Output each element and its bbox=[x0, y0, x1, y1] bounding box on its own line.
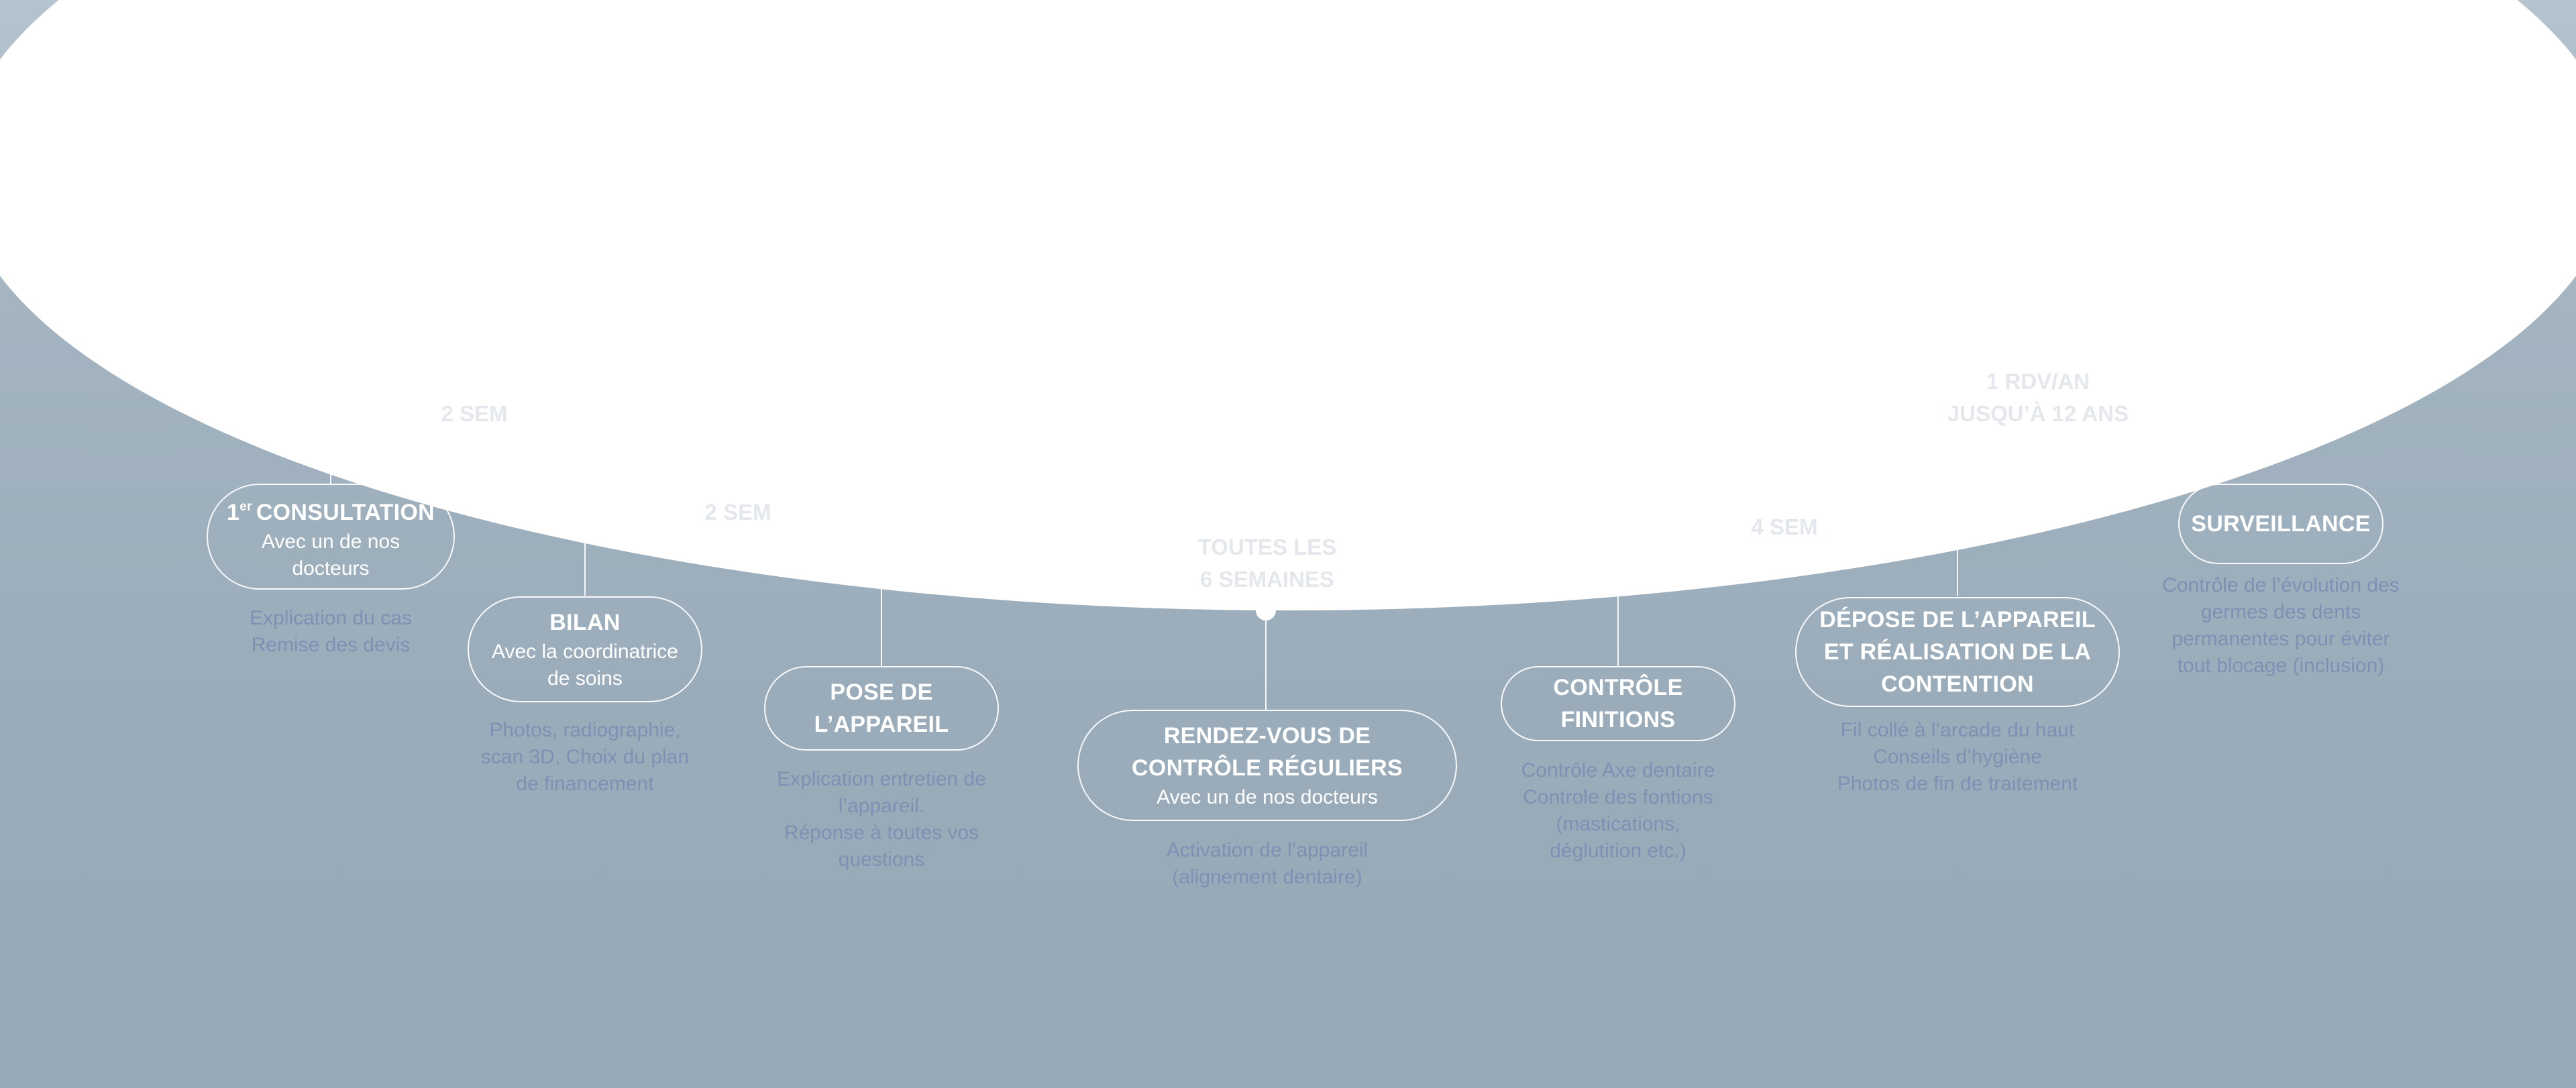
step-surveillance-description: Contrôle de l’évolution des germes des d… bbox=[2162, 572, 2400, 679]
step-pose-desc-3: Réponse à toutes vos bbox=[784, 822, 979, 844]
step-rendez-vous-controle[interactable]: RENDEZ-VOUS DE CONTRÔLE RÉGULIERS Avec u… bbox=[1077, 710, 1457, 821]
step-surveillance-desc-3: permanentes pour éviter bbox=[2171, 628, 2390, 650]
step-consultation-superscript: er bbox=[239, 500, 252, 514]
step-bilan-desc-1: Photos, radiographie, bbox=[489, 719, 681, 741]
step-bilan-subtitle-1: Avec la coordinatrice bbox=[492, 641, 678, 663]
step-pose-title-1: POSE DE bbox=[830, 679, 933, 705]
step-pose-desc-1: Explication entretien de bbox=[777, 768, 986, 790]
interval-label-2-line-1: 2 SEM bbox=[704, 500, 771, 525]
step-rdv-desc-2: (alignement dentaire) bbox=[1172, 866, 1362, 888]
step-depose-desc-2: Conseils d’hygiène bbox=[1873, 746, 2042, 768]
step-pose-appareil[interactable]: POSE DE L’APPAREIL bbox=[764, 666, 999, 751]
white-arc bbox=[0, 0, 2576, 610]
interval-dot-2 bbox=[729, 534, 749, 554]
interval-dot-1 bbox=[458, 437, 478, 457]
timeline-curve bbox=[234, 294, 2342, 561]
step-rdv-title-2: CONTRÔLE RÉGULIERS bbox=[1132, 755, 1403, 781]
step-consultation-desc-1: Explication du cas bbox=[250, 607, 412, 629]
step-rdv-subtitle-1: Avec un de nos docteurs bbox=[1157, 786, 1378, 808]
interval-label-5-line-1: 1 RDV/AN bbox=[1986, 369, 2090, 394]
interval-dot-3 bbox=[1256, 600, 1276, 620]
step-bilan-desc-3: de financement bbox=[516, 773, 654, 795]
top-right-caption-line-2: AIRE bbox=[2365, 260, 2421, 286]
step-finitions-description: Contrôle Axe dentaire Controle des fonti… bbox=[1521, 757, 1715, 865]
interval-dot-4 bbox=[1774, 549, 1794, 569]
step-depose-desc-1: Fil collé à l’arcade du haut bbox=[1840, 719, 2075, 741]
step-depose-title-1: DÉPOSE DE L’APPAREIL bbox=[1819, 607, 2096, 633]
step-surveillance-desc-4: tout blocage (inclusion) bbox=[2177, 655, 2385, 677]
step-surveillance-desc-1: Contrôle de l’évolution des bbox=[2162, 574, 2400, 596]
step-rdv-title-1: RENDEZ-VOUS DE bbox=[1163, 723, 1371, 749]
step-finitions-title-2: FINITIONS bbox=[1560, 707, 1676, 732]
step-depose-description: Fil collé à l’arcade du haut Conseils d’… bbox=[1837, 717, 2078, 798]
step-consultation-description: Explication du cas Remise des devis bbox=[250, 605, 412, 659]
step-finitions-desc-2: Controle des fontions bbox=[1523, 786, 1713, 808]
step-depose-desc-3: Photos de fin de traitement bbox=[1837, 773, 2078, 795]
step-finitions-desc-1: Contrôle Axe dentaire bbox=[1521, 759, 1715, 781]
step-bilan[interactable]: BILAN Avec la coordinatrice de soins bbox=[468, 596, 702, 702]
interval-label-4: 4 SEM bbox=[1751, 511, 1817, 543]
step-surveillance[interactable]: SURVEILLANCE bbox=[2178, 484, 2383, 564]
top-right-caption-line-1: ESCENT bbox=[2373, 227, 2469, 254]
step-bilan-title: BILAN bbox=[549, 610, 621, 635]
interval-dot-5 bbox=[2100, 437, 2120, 457]
step-consultation[interactable]: 1er CONSULTATION Avec un de nos docteurs bbox=[207, 484, 455, 590]
step-pose-desc-2: l’appareil. bbox=[838, 795, 925, 817]
step-bilan-desc-2: scan 3D, Choix du plan bbox=[480, 746, 690, 768]
interval-label-5: 1 RDV/AN JUSQU’À 12 ANS bbox=[1947, 366, 2129, 430]
step-bilan-description: Photos, radiographie, scan 3D, Choix du … bbox=[481, 717, 689, 798]
step-consultation-number: 1 bbox=[227, 500, 240, 525]
interval-label-1-line-1: 2 SEM bbox=[441, 401, 508, 426]
step-consultation-subtitle-1: Avec un de nos bbox=[261, 531, 400, 553]
interval-label-3-line-1: TOUTES LES bbox=[1197, 535, 1337, 559]
step-surveillance-title-1: SURVEILLANCE bbox=[2191, 511, 2371, 537]
step-depose-title-2: ET RÉALISATION DE LA bbox=[1823, 639, 2092, 665]
step-finitions-desc-3: (mastications, bbox=[1556, 813, 1680, 835]
step-bilan-subtitle-2: de soins bbox=[547, 667, 623, 690]
interval-label-1: 2 SEM bbox=[441, 398, 507, 430]
top-right-caption: ESCENT AIRE bbox=[2365, 225, 2469, 289]
step-consultation-subtitle-2: docteurs bbox=[292, 557, 370, 580]
interval-label-3: TOUTES LES 6 SEMAINES bbox=[1198, 531, 1337, 596]
step-rdv-desc-1: Activation de l’appareil bbox=[1166, 839, 1368, 861]
step-pose-desc-4: questions bbox=[838, 849, 925, 871]
step-finitions-title-1: CONTRÔLE bbox=[1553, 675, 1683, 700]
step-rdv-description: Activation de l’appareil (alignement den… bbox=[1167, 837, 1368, 891]
interval-label-4-line-1: 4 SEM bbox=[1751, 514, 1818, 539]
step-consultation-title-text: CONSULTATION bbox=[256, 500, 435, 525]
step-consultation-desc-2: Remise des devis bbox=[251, 634, 411, 656]
interval-label-5-line-2: JUSQU’À 12 ANS bbox=[1947, 401, 2129, 426]
step-pose-description: Explication entretien de l’appareil. Rép… bbox=[777, 766, 986, 873]
interval-label-3-line-2: 6 SEMAINES bbox=[1200, 567, 1334, 592]
step-finitions-desc-4: déglutition etc.) bbox=[1550, 840, 1686, 862]
step-depose-title-3: CONTENTION bbox=[1881, 671, 2034, 697]
step-consultation-title: 1er CONSULTATION bbox=[227, 491, 435, 529]
step-depose-appareil[interactable]: DÉPOSE DE L’APPAREIL ET RÉALISATION DE L… bbox=[1795, 597, 2120, 707]
step-pose-title-2: L’APPAREIL bbox=[814, 712, 949, 737]
step-surveillance-desc-2: germes des dents bbox=[2200, 601, 2361, 623]
step-controle-finitions[interactable]: CONTRÔLE FINITIONS bbox=[1501, 666, 1735, 741]
interval-label-2: 2 SEM bbox=[704, 496, 771, 529]
